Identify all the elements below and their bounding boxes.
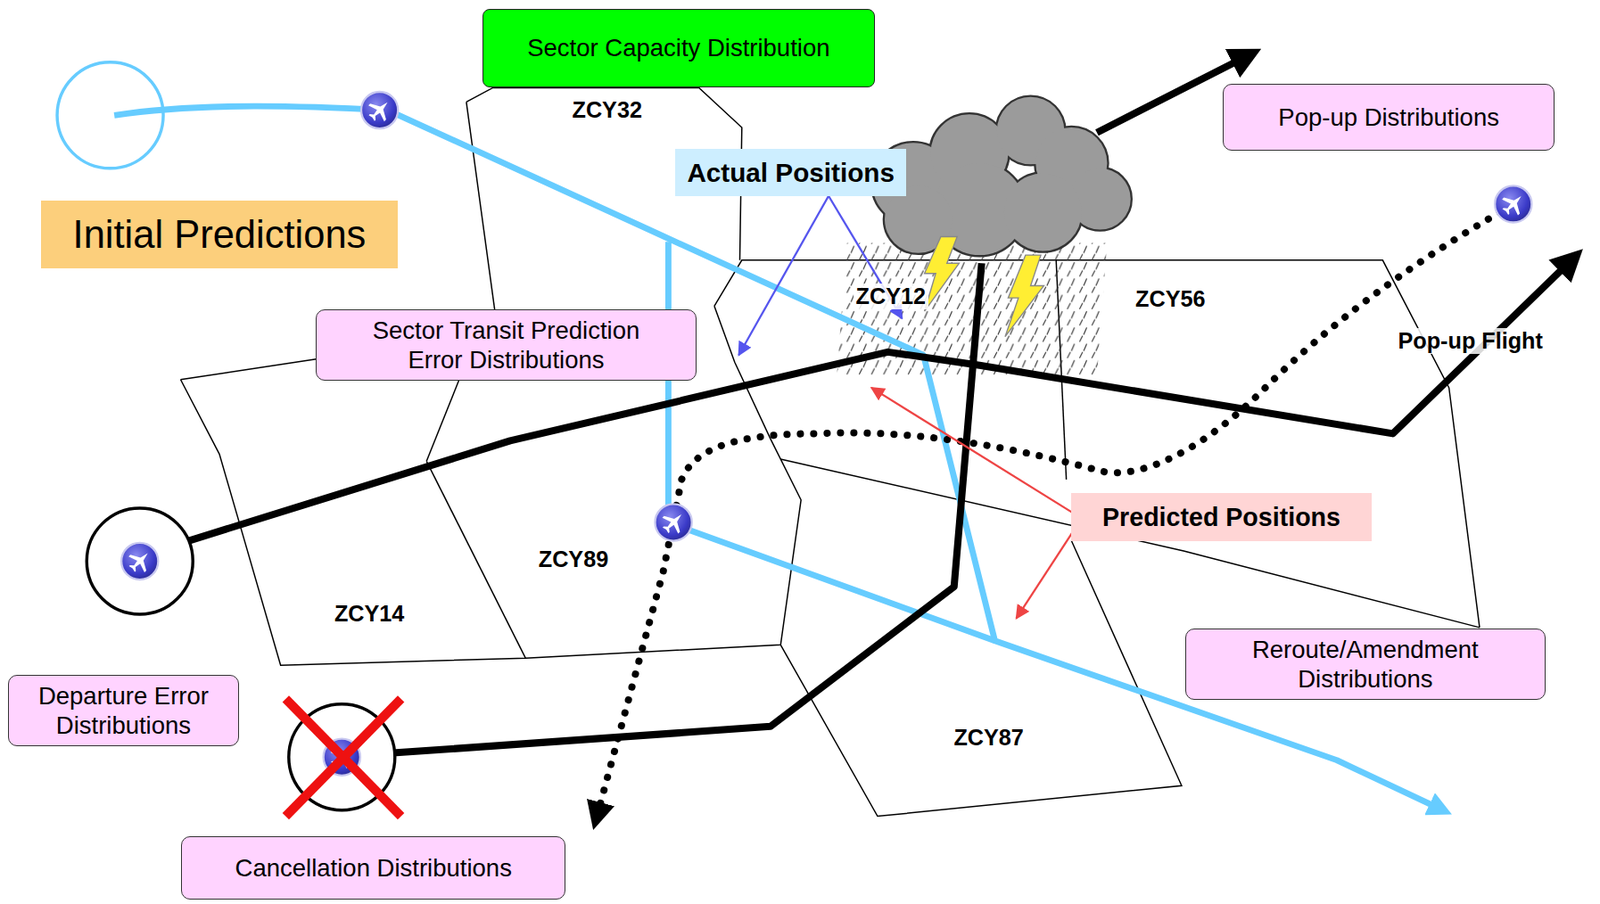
storm-cloud [872, 97, 1130, 256]
aircraft-icons [121, 91, 1532, 776]
aircraft-icons-part [1494, 185, 1532, 223]
distribution-box: Pop-up Distributions [1222, 83, 1555, 152]
capacity-box: Sector Capacity Distribution [482, 8, 875, 88]
sector-label: ZCY14 [331, 601, 407, 627]
box-text: Reroute/Amendment Distributions [1212, 635, 1518, 694]
aircraft-icons-part [361, 91, 398, 129]
dotted-flight-path [596, 212, 1501, 817]
callout-box: Actual Positions [675, 148, 907, 197]
lightning-bolts [924, 237, 1045, 338]
storm-cloud-part-part [1004, 173, 1082, 252]
storm-cloud-part-part [1004, 173, 1082, 252]
cancellation-cross-part [285, 699, 401, 817]
distribution-box: Reroute/Amendment Distributions [1185, 628, 1546, 701]
sector-label: ZCY87 [950, 725, 1026, 751]
sector-outlines-part [181, 305, 802, 666]
aircraft-icons-part [121, 543, 158, 580]
distribution-box: Cancellation Distributions [181, 836, 566, 900]
light-blue-flight-path-part [114, 106, 388, 116]
departure-circle [86, 508, 193, 615]
aircraft-icons-part [655, 503, 693, 541]
lightning-bolts-part [1005, 255, 1044, 338]
sector-outlines-part [426, 461, 526, 659]
box-text: Departure Error Distributions [21, 681, 226, 741]
sector-outlines-part [426, 379, 460, 462]
box-text: Pop-up Distributions [1278, 102, 1500, 132]
box-text: Actual Positions [686, 156, 895, 190]
box-text: Sector Capacity Distribution [527, 32, 830, 63]
black-flight-paths [189, 56, 1572, 754]
actual-position-leaders [738, 196, 902, 356]
box-text: Cancellation Distributions [235, 853, 512, 883]
sector-outlines [181, 87, 1480, 817]
origin-circle [57, 62, 164, 169]
box-text: Sector Transit Prediction Error Distribu… [353, 315, 660, 375]
sector-label: ZCY56 [1132, 286, 1208, 313]
lightning-bolts-part [924, 237, 960, 313]
sector-label: ZCY32 [569, 97, 645, 124]
actual-position-leaders-part [738, 196, 829, 356]
cancellation-cross-part [285, 699, 401, 817]
predicted-position-leaders-part [871, 387, 1082, 519]
storm-cloud-part [872, 97, 1130, 256]
light-blue-flight-path-part [387, 110, 1442, 810]
sector-label: ZCY89 [536, 546, 611, 573]
distribution-box: Sector Transit Prediction Error Distribu… [315, 309, 697, 381]
title-band: Initial Predictions [41, 200, 398, 269]
sector-outlines-part [181, 359, 317, 380]
flight-label: Pop-up Flight [1395, 328, 1546, 355]
sector-outlines-part [466, 101, 495, 312]
distribution-box: Departure Error Distributions [8, 675, 240, 747]
cancellation-cross [285, 699, 401, 817]
storm-cloud-part [872, 97, 1130, 256]
callout-box: Predicted Positions [1071, 493, 1373, 542]
sector-label: ZCY12 [853, 283, 929, 310]
predicted-position-leaders [871, 387, 1082, 619]
box-text: Initial Predictions [73, 211, 367, 258]
box-text: Predicted Positions [1102, 502, 1341, 533]
